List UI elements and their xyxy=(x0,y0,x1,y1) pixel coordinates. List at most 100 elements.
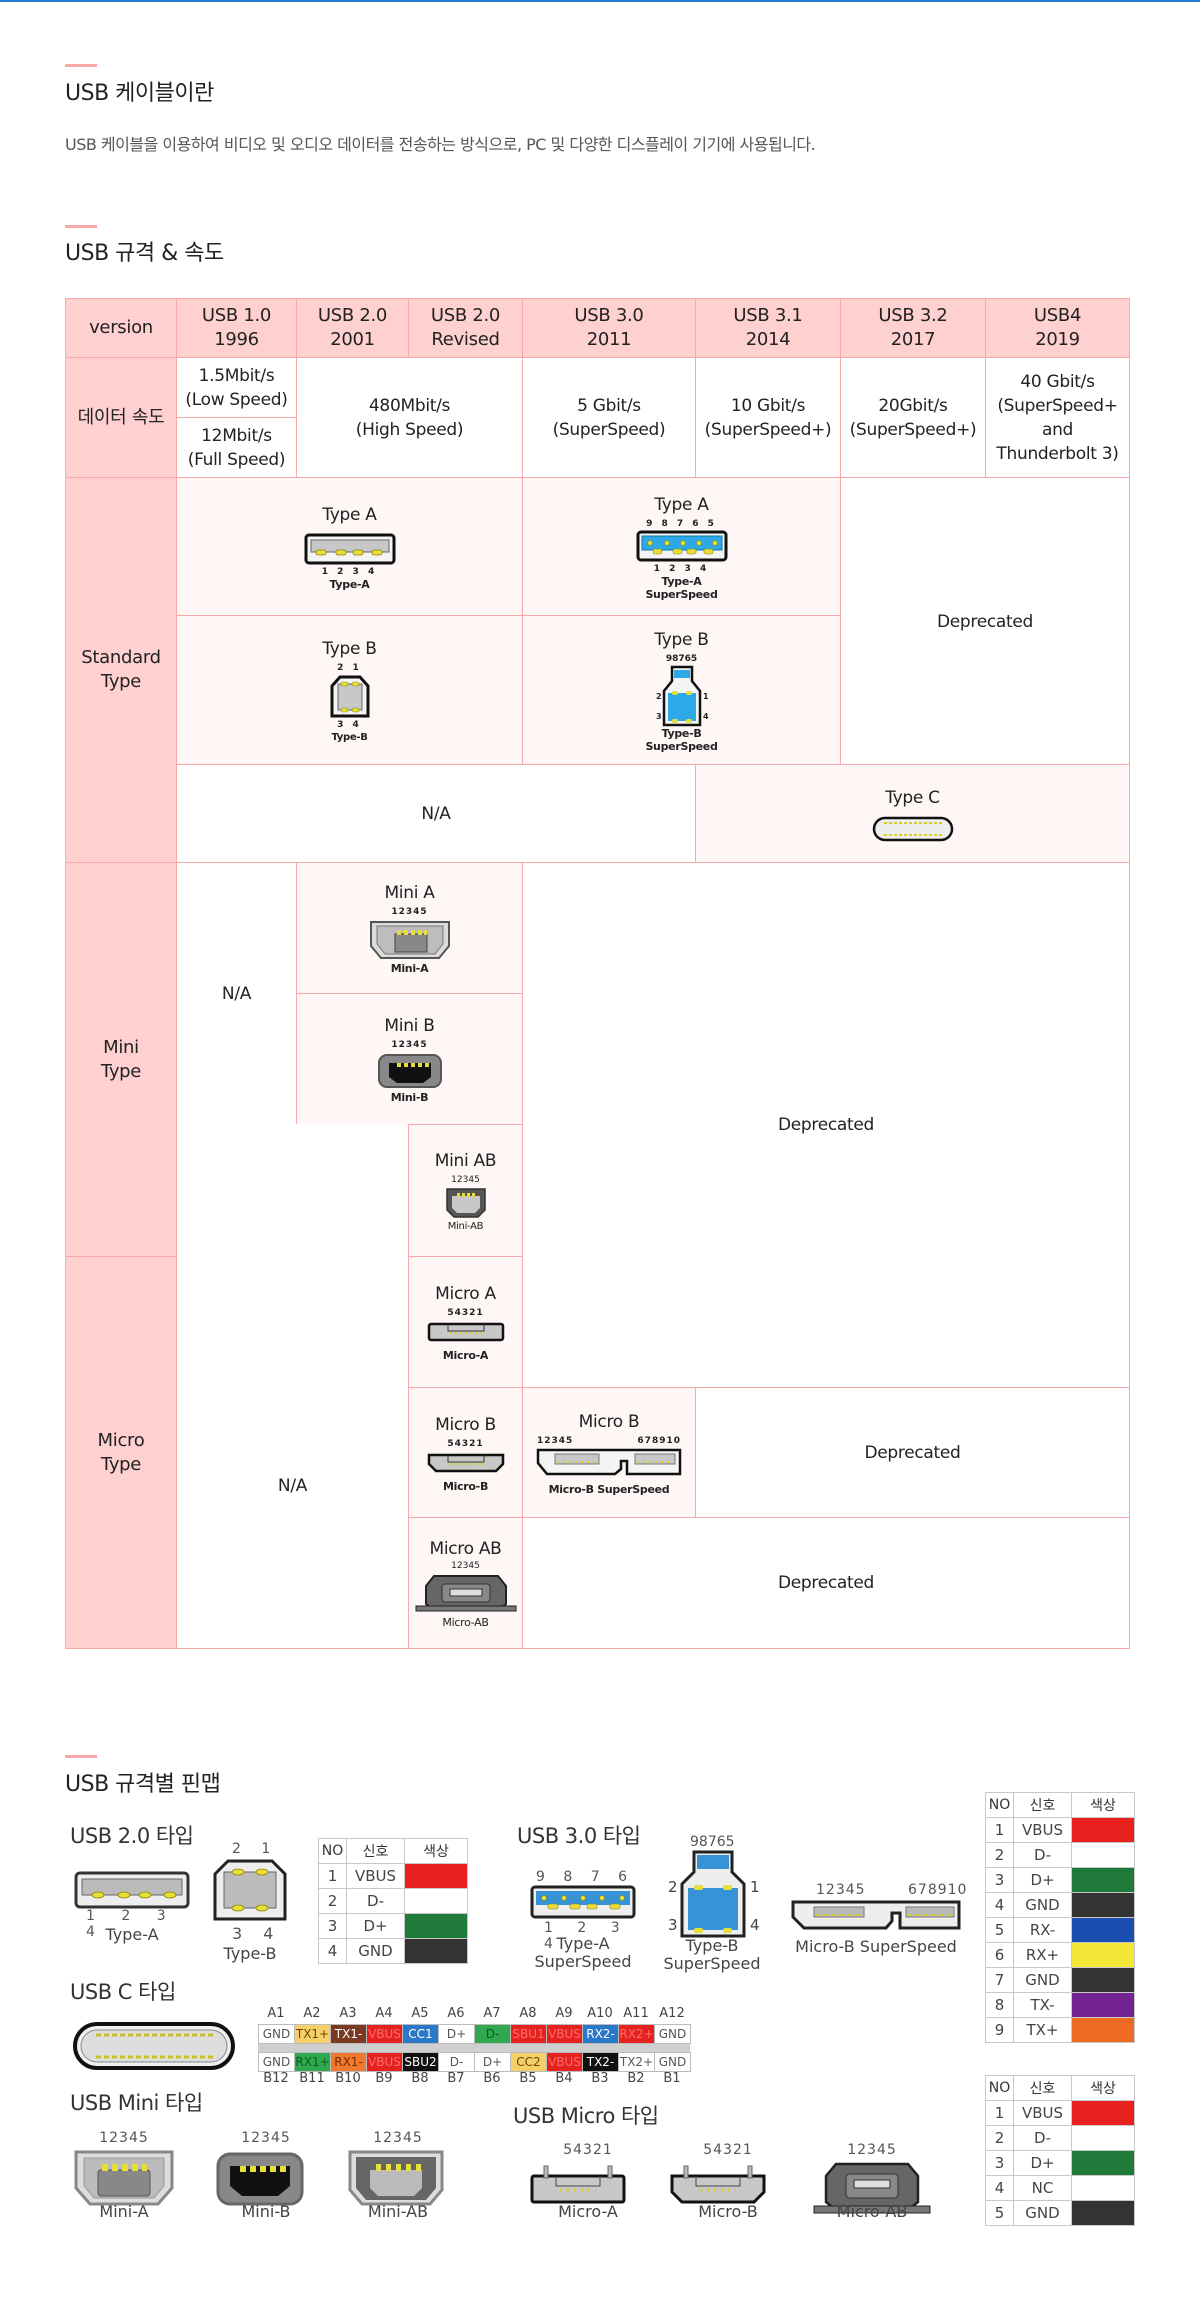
usbc-pin-signal: VBUS xyxy=(366,2052,403,2072)
pin-signal: TX+ xyxy=(1013,2017,1072,2043)
mini-caption: Mini-AB xyxy=(367,2202,429,2221)
cell-standard-na: N/A xyxy=(176,764,696,863)
pin-color-swatch xyxy=(1071,1817,1135,1843)
svg-text:4: 4 xyxy=(703,712,709,721)
pinmap-type-a-ss-pins-bottom: 1 2 3 4 xyxy=(544,1920,630,1952)
header-version-label: version xyxy=(65,298,177,358)
usbc-pin-signal: D+ xyxy=(474,2052,511,2072)
speed-label: 데이터 속도 xyxy=(65,357,177,478)
pin-signal: D+ xyxy=(1013,2150,1072,2176)
usbc-pin-label: B7 xyxy=(447,2071,465,2086)
pin-signal: D- xyxy=(346,1888,405,1914)
pin-signal: NC xyxy=(1013,2175,1072,2201)
cell-type-b: Type B 2 1 3 4 Type-B xyxy=(176,615,523,765)
usbc-pin-label: A8 xyxy=(519,2006,537,2021)
mini-pin-numbers: 12345 xyxy=(373,2130,423,2146)
mini-pinmap-title: USB Mini 타입 xyxy=(70,2091,203,2115)
pin-number: 5 xyxy=(985,2200,1014,2226)
pinmap-type-a-superspeed-icon xyxy=(530,1885,636,1919)
cell-type-a: Type A 1 2 3 4 Type-A xyxy=(176,477,523,616)
mini-a-connector-icon xyxy=(74,2150,174,2206)
cell-mini-ab: Mini AB 12345 Mini-AB xyxy=(408,1124,523,1257)
pin-color-swatch xyxy=(404,1863,468,1889)
pinmap-type-b-pins-top: 2 1 xyxy=(232,1841,279,1857)
pin-signal: VBUS xyxy=(1013,1817,1072,1843)
pin-color-swatch xyxy=(1071,2100,1135,2126)
usbc-pin-label: A12 xyxy=(659,2006,685,2021)
pin-color-swatch xyxy=(1071,2017,1135,2043)
pin-color-swatch xyxy=(1071,1842,1135,1868)
cell-micro-b-superspeed: Micro B 12345 678910 Micro-B SuperSpeed xyxy=(522,1387,696,1518)
usbc-pin-signal: RX1+ xyxy=(294,2052,331,2072)
pin-signal: VBUS xyxy=(1013,2100,1072,2126)
usbc-pin-signal: D- xyxy=(438,2052,475,2072)
pin-color-swatch xyxy=(404,1888,468,1914)
usbc-pin-label: A11 xyxy=(623,2006,649,2021)
pin-table-header: NO xyxy=(985,1792,1014,1818)
type-c-connector-icon xyxy=(872,816,953,841)
pinmap-type-b-pins-bottom: 3 4 xyxy=(232,1924,282,1943)
top-border-line xyxy=(0,0,1200,2)
usbc-pin-signal: RX2+ xyxy=(618,2024,655,2044)
usbc-pin-label: B1 xyxy=(663,2071,681,2086)
usbc-pin-label: B11 xyxy=(299,2071,325,2086)
micro-pinmap-title: USB Micro 타입 xyxy=(513,2104,659,2128)
svg-text:1: 1 xyxy=(703,692,709,701)
speed-usb30: 5 Gbit/s(SuperSpeed) xyxy=(522,357,696,478)
pin-number: 1 xyxy=(985,2100,1014,2126)
pin-signal: RX+ xyxy=(1013,1942,1072,1968)
micro-pin-numbers: 54321 xyxy=(703,2142,753,2158)
mini-caption: Mini-A xyxy=(99,2202,149,2221)
pin-number: 3 xyxy=(318,1913,347,1939)
usbc-pin-signal: CC1 xyxy=(402,2024,439,2044)
micro-caption: Micro-A xyxy=(558,2202,618,2221)
pin-number: 9 xyxy=(985,2017,1014,2043)
usbc-pin-label: A10 xyxy=(587,2006,613,2021)
mini-ab-connector-icon xyxy=(445,1187,486,1218)
section-title-specs: USB 규격 & 속도 xyxy=(65,241,224,266)
pin-number: 1 xyxy=(318,1863,347,1889)
pin-signal: VBUS xyxy=(346,1863,405,1889)
pin-signal: D- xyxy=(1013,1842,1072,1868)
usbc-pin-label: A5 xyxy=(411,2006,429,2021)
usbc-pin-label: A3 xyxy=(339,2006,357,2021)
mini-ab-connector-icon xyxy=(348,2150,444,2206)
mini-b-connector-icon xyxy=(216,2152,304,2206)
usbc-pin-signal: SBU2 xyxy=(402,2052,439,2072)
usbc-pin-label: B3 xyxy=(591,2071,609,2086)
pin-number: 3 xyxy=(985,1867,1014,1893)
pin-signal: TX- xyxy=(1013,1992,1072,2018)
usbc-pin-signal: GND xyxy=(258,2052,295,2072)
section-title-pinmap: USB 규격별 핀맵 xyxy=(65,1772,221,1797)
micro-pin-numbers: 12345 xyxy=(847,2142,897,2158)
cell-mini-a: Mini A 12345 Mini-A xyxy=(296,862,523,994)
pinmap-type-a-pins: 1 2 3 4 xyxy=(86,1908,177,1940)
usbc-pin-label: B9 xyxy=(375,2071,393,2086)
section-accent-bar xyxy=(65,1755,97,1758)
pinmap-type-c-icon xyxy=(73,2022,235,2070)
pin-table-header: 색상 xyxy=(404,1838,468,1864)
pinmap-micro-b-ss-caption: Micro-B SuperSpeed xyxy=(795,1937,957,1956)
pin-table-header: NO xyxy=(985,2075,1014,2101)
pin-number: 3 xyxy=(985,2150,1014,2176)
cell-micro-a: Micro A 54321 Micro-A xyxy=(408,1256,523,1388)
usbc-pin-signal: VBUS xyxy=(546,2052,583,2072)
